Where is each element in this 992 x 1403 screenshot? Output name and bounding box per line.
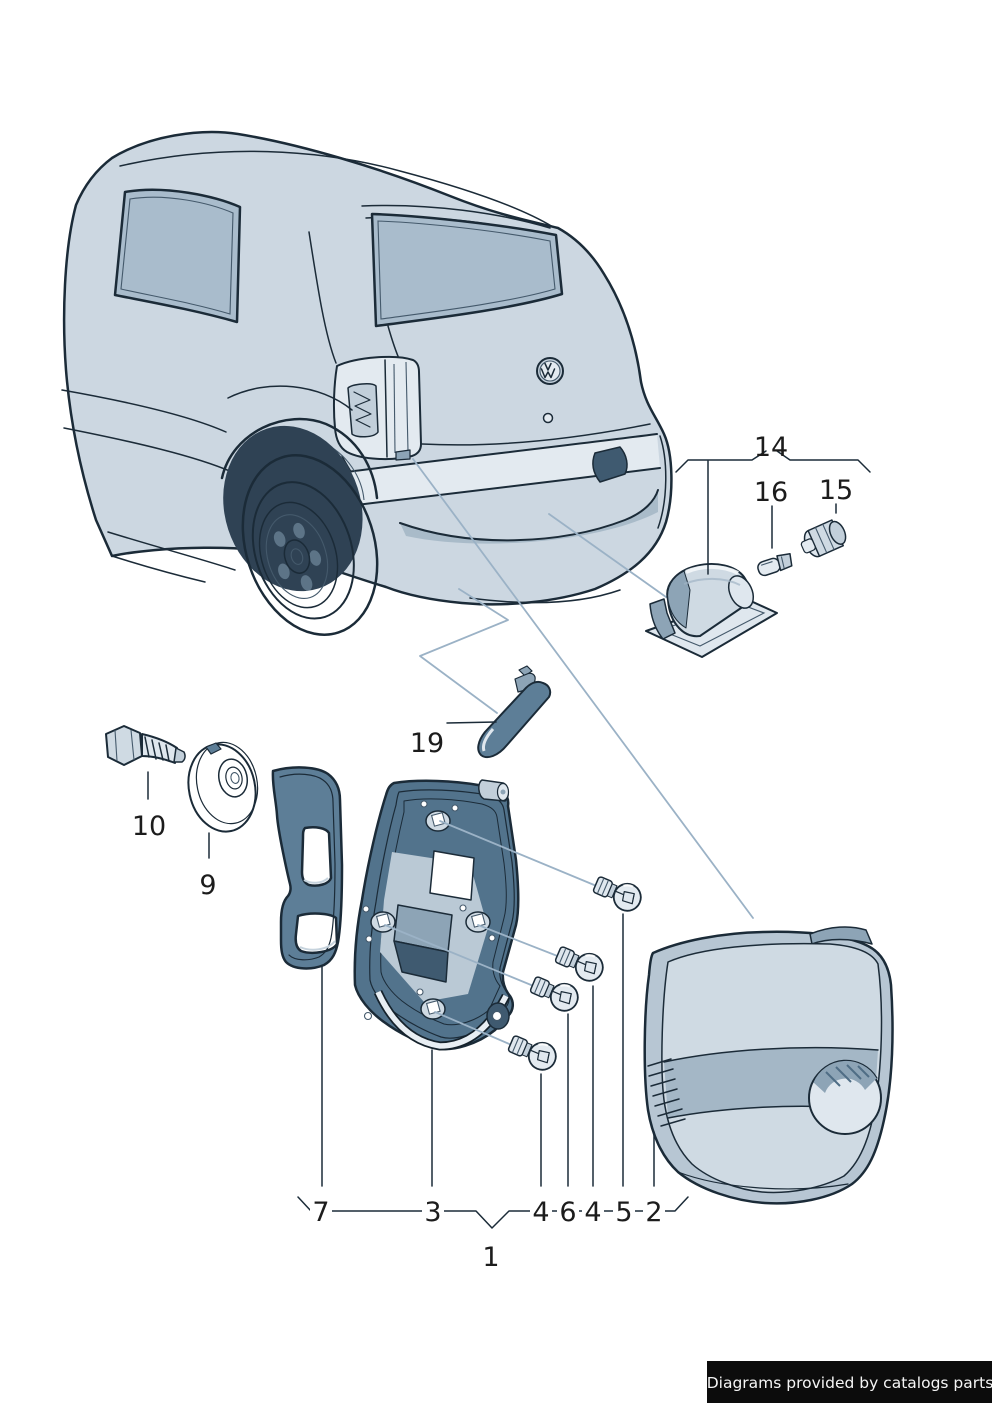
bulb-leader-lines bbox=[384, 820, 600, 1047]
bulb-item bbox=[551, 940, 609, 987]
rear-wheel bbox=[223, 425, 379, 636]
footer-bar: Diagrams provided by catalogs parts bbox=[707, 1361, 992, 1403]
bumper-slot bbox=[592, 446, 628, 483]
part-label-7: 7 bbox=[312, 1197, 329, 1228]
grommet bbox=[187, 741, 259, 859]
part-label-1: 1 bbox=[482, 1242, 499, 1273]
part-label-6: 6 bbox=[559, 1197, 576, 1228]
part-label-4b: 4 bbox=[584, 1197, 601, 1228]
license-light-bulb bbox=[757, 553, 793, 577]
part-label-15: 15 bbox=[819, 475, 853, 506]
connector-detail bbox=[353, 391, 372, 428]
part-label-19: 19 bbox=[410, 728, 444, 759]
part-label-9: 9 bbox=[199, 870, 216, 901]
bulb-label-lines bbox=[540, 913, 624, 1187]
vw-logo bbox=[536, 357, 564, 385]
part-label-14: 14 bbox=[754, 432, 788, 463]
part-label-3: 3 bbox=[424, 1197, 441, 1228]
bulb-item bbox=[589, 870, 647, 917]
license-plate-light-assembly bbox=[645, 519, 847, 658]
hole-hatching bbox=[825, 1064, 870, 1087]
part-label-5: 5 bbox=[615, 1197, 632, 1228]
bumper-strip bbox=[332, 434, 660, 507]
bulb-carrier-plate bbox=[353, 779, 520, 1187]
side-window bbox=[113, 188, 242, 324]
part-label-10: 10 bbox=[132, 811, 166, 842]
leader-lines bbox=[412, 458, 754, 919]
lens-vent-lines bbox=[647, 1058, 686, 1127]
license-light-socket bbox=[800, 519, 847, 558]
bulb-socket bbox=[370, 911, 396, 933]
label-plates bbox=[310, 1199, 665, 1225]
part-label-16: 16 bbox=[754, 477, 788, 508]
part-label-4a: 4 bbox=[532, 1197, 549, 1228]
lens-top-flap bbox=[809, 926, 873, 945]
bulb-socket bbox=[420, 998, 446, 1020]
footer-credit-text: Diagrams provided by catalogs parts bbox=[707, 1374, 992, 1392]
rear-window bbox=[370, 212, 564, 328]
seal-gasket bbox=[271, 766, 344, 1187]
bulb-item bbox=[504, 1029, 562, 1076]
trim-strip bbox=[446, 665, 552, 759]
lock-cylinder bbox=[542, 412, 554, 424]
car-illustration bbox=[61, 130, 673, 636]
bulb-item bbox=[526, 970, 584, 1017]
tail-light-opening bbox=[332, 355, 422, 461]
housing-clip bbox=[649, 598, 676, 640]
bulb-socket bbox=[425, 810, 451, 832]
tail-light-lens bbox=[643, 926, 894, 1205]
part-label-2: 2 bbox=[645, 1197, 662, 1228]
group-bracket bbox=[297, 1196, 689, 1229]
callout-14-bracket bbox=[675, 450, 871, 575]
mounting-bolt bbox=[105, 725, 186, 800]
